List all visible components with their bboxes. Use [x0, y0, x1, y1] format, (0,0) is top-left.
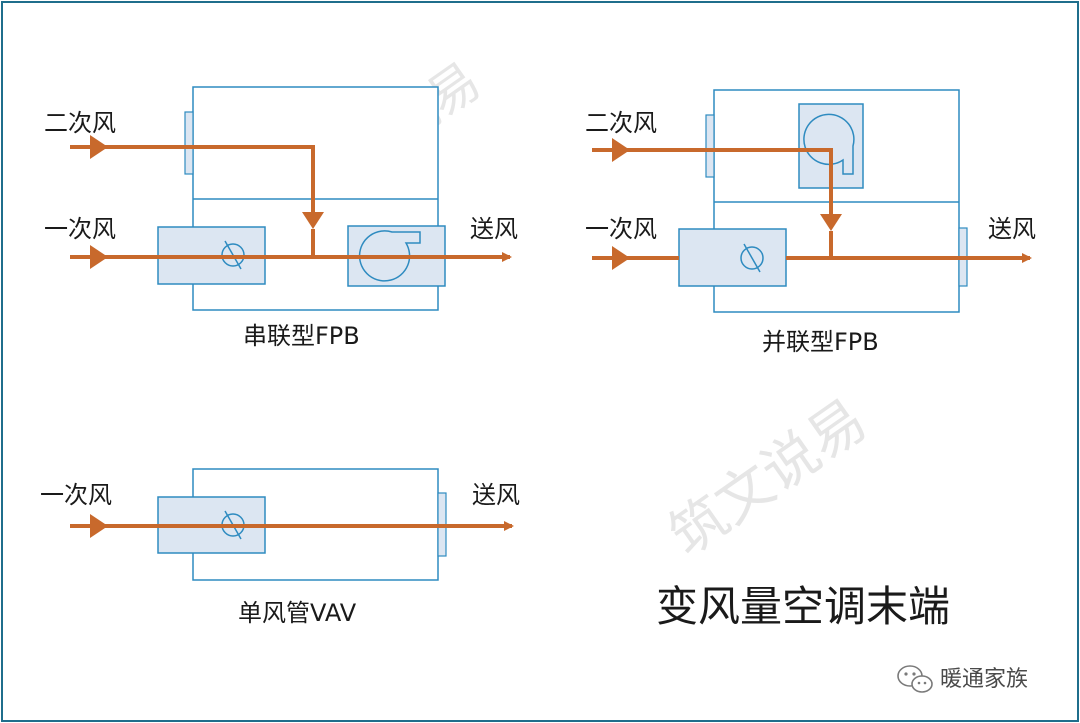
wechat-icon [897, 665, 933, 693]
parallel-caption: 并联型FPB [762, 328, 879, 356]
parallel-damper-box [678, 228, 787, 287]
parallel-secondary-air-label: 二次风 [585, 109, 657, 137]
parallel-fpb-diagram: 二次风 一次风 送风 并联型FPB [585, 89, 1036, 356]
footer-account: 暖通家族 [897, 665, 1028, 693]
series-secondary-air-flow [70, 145, 315, 214]
vav-primary-inlet-arrowhead [90, 514, 108, 538]
watermark-text-bottom: 筑文说易 [658, 387, 879, 569]
damper-icon [740, 243, 764, 273]
series-secondary-air-label: 二次风 [44, 109, 116, 137]
series-fpb-diagram: 二次风 一次风 送风 串联型FPB [44, 86, 518, 350]
main-title: 变风量空调末端 [656, 582, 950, 631]
fan-icon [803, 113, 855, 175]
series-caption: 串联型FPB [243, 322, 360, 350]
parallel-secondary-air-flow [592, 148, 833, 216]
parallel-secondary-down-arrowhead [820, 214, 842, 231]
series-primary-air-label: 一次风 [44, 215, 116, 243]
series-secondary-inlet [184, 111, 194, 175]
fan-icon [358, 230, 421, 282]
series-secondary-down-arrowhead [302, 212, 324, 229]
vav-caption: 单风管VAV [238, 599, 357, 627]
vav-supply-air-label: 送风 [472, 481, 520, 509]
series-primary-inlet-arrowhead [90, 245, 108, 269]
parallel-primary-inlet-arrowhead [612, 246, 630, 270]
parallel-supply-air-label: 送风 [988, 215, 1036, 243]
parallel-primary-air-label: 一次风 [585, 215, 657, 243]
vav-primary-air-label: 一次风 [40, 481, 112, 509]
single-duct-vav-diagram: 一次风 送风 单风管VAV [40, 468, 520, 627]
series-secondary-inlet-arrowhead [90, 135, 108, 159]
series-supply-air-label: 送风 [470, 215, 518, 243]
account-name: 暖通家族 [940, 667, 1028, 692]
parallel-secondary-inlet [705, 114, 715, 178]
parallel-secondary-inlet-arrowhead [612, 138, 630, 162]
